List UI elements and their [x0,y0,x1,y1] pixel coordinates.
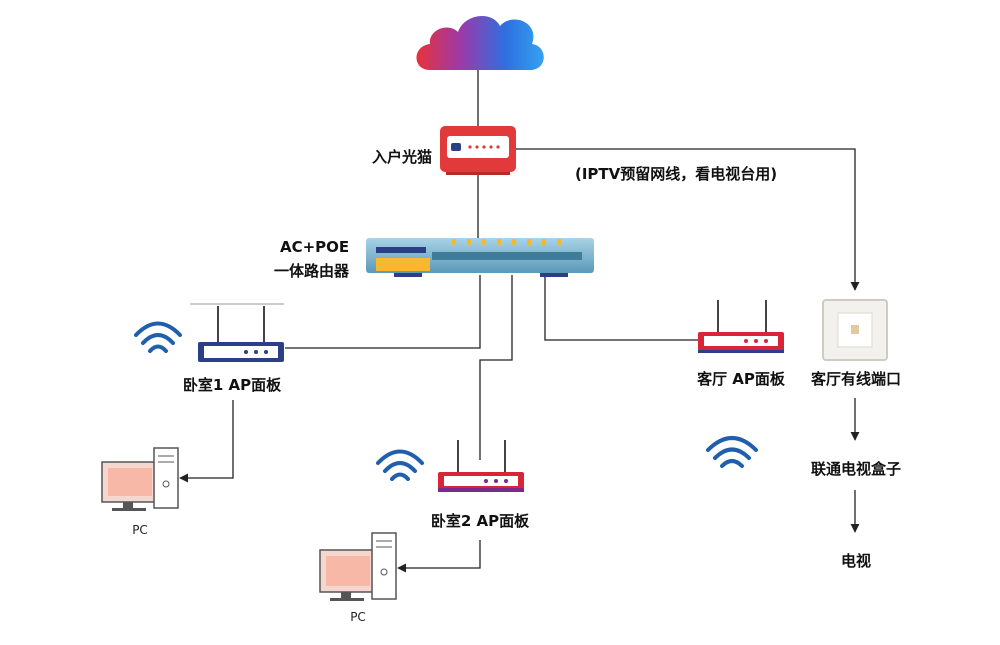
living-ap-label: 客厅 AP面板 [697,370,785,388]
tv-box-label: 联通电视盒子 [810,460,902,478]
pc2-label: PC [350,610,366,624]
modem-label: 入户光猫 [371,148,432,166]
bedroom1-to-pc1-line [179,400,234,483]
wifi-icon [134,321,182,353]
bedroom2-to-pc2-line [397,540,481,573]
connections [179,70,860,573]
bedroom2-ap-label: 卧室2 AP面板 [430,512,530,530]
router-to-living-line [544,275,700,341]
router-icon [366,238,594,277]
desktop-pc-icon [101,447,179,511]
wifi-icon [376,449,424,481]
router-label-line2: 一体路由器 [274,262,350,280]
modem-icon [440,126,516,175]
wall-port-icon [822,299,888,361]
modem-to-wired-port-line [516,148,860,291]
access-point-icon [698,300,784,353]
wifi-icon [706,436,758,468]
router-to-bedroom1-line [285,275,481,349]
pc1-label: PC [132,523,148,537]
router-label-line1: AC+POE [280,238,350,256]
access-point-icon [190,303,284,362]
router-to-bedroom2-line [479,275,513,460]
desktop-pc-icon [319,532,397,601]
iptv-note-label: (IPTV预留网线，看电视台用) [575,165,778,183]
bedroom1-ap-label: 卧室1 AP面板 [182,376,282,394]
access-point-icon [438,440,524,492]
cloud-icon [416,15,544,70]
wired-port-label: 客厅有线端口 [810,370,902,388]
tv-label: 电视 [840,552,872,570]
